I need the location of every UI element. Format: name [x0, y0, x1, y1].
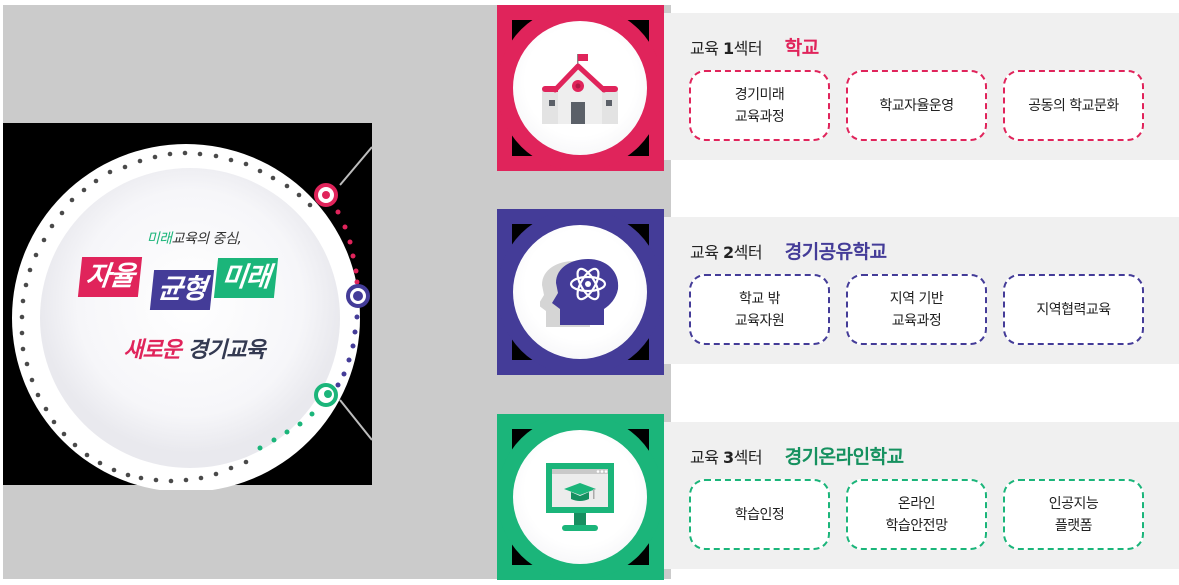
sector-suffix: 섹터 [733, 448, 763, 467]
sector-1-badge [497, 5, 664, 171]
hub-subtitle: 미래교육의 중심, [60, 228, 328, 248]
sector-item[interactable]: 온라인 학습안전망 [846, 479, 987, 550]
brain-atom-icon [540, 259, 619, 327]
hub-bottom-title: 새로운 경기교육 [60, 332, 328, 364]
hub-bottom-accent: 새로운 [123, 338, 182, 363]
hub-slogan: 미래교육의 중심, 자율 균형 미래 새로운 경기교육 [60, 228, 328, 364]
sector-item[interactable]: 경기미래 교육과정 [689, 70, 830, 141]
sector-2: 교육 2섹터 경기공유학교 학교 밖 교육자원 지역 기반 교육과정 지역협력교… [497, 209, 1179, 375]
sector-number: 2 [723, 243, 734, 262]
sector-1-panel: 교육 1섹터 학교 경기미래 교육과정 학교자율운영 공동의 학교문화 [664, 13, 1179, 160]
sector-item[interactable]: 학교자율운영 [846, 70, 987, 141]
sector-item[interactable]: 공동의 학교문화 [1003, 70, 1144, 141]
hub-tags: 자율 균형 미래 [60, 254, 328, 324]
badge-inner [513, 430, 647, 564]
hub-subtitle-accent: 미래 [146, 231, 172, 247]
sector-3-name: 경기온라인학교 [784, 446, 904, 468]
sector-number: 3 [723, 448, 734, 467]
online-learning-monitor-icon [546, 463, 614, 531]
hub-circle-graphic [12, 144, 373, 490]
sector-3-panel: 교육 3섹터 경기온라인학교 학습인정 온라인 학습안전망 인공지능 플랫폼 [664, 422, 1179, 569]
sector-label: 교육 [690, 243, 724, 262]
tag-balance: 균형 [149, 270, 214, 310]
tag-future: 미래 [213, 258, 278, 298]
sector-item[interactable]: 지역 기반 교육과정 [846, 274, 987, 345]
sector-2-panel: 교육 2섹터 경기공유학교 학교 밖 교육자원 지역 기반 교육과정 지역협력교… [664, 217, 1179, 364]
sector-3: 교육 3섹터 경기온라인학교 학습인정 온라인 학습안전망 인공지능 플랫폼 [497, 414, 1179, 580]
sector-suffix: 섹터 [733, 39, 763, 58]
sector-1-title: 교육 1섹터 학교 [690, 33, 819, 60]
sector-number: 1 [723, 39, 734, 58]
sector-item[interactable]: 학습인정 [689, 479, 830, 550]
hub-bottom-rest: 경기교육 [187, 338, 266, 363]
sector-1-name: 학교 [784, 37, 819, 59]
tag-autonomy: 자율 [77, 257, 142, 297]
sector-label: 교육 [690, 448, 724, 467]
sector-label: 교육 [690, 39, 724, 58]
hub-subtitle-rest: 교육의 중심, [171, 231, 242, 247]
school-icon [542, 54, 618, 124]
badge-inner [513, 225, 647, 359]
sector-item[interactable]: 학교 밖 교육자원 [689, 274, 830, 345]
sector-3-title: 교육 3섹터 경기온라인학교 [690, 442, 904, 469]
sector-2-badge [497, 209, 664, 375]
sector-2-name: 경기공유학교 [784, 241, 887, 263]
sector-suffix: 섹터 [733, 243, 763, 262]
sector-2-title: 교육 2섹터 경기공유학교 [690, 237, 887, 264]
sector-1: 교육 1섹터 학교 경기미래 교육과정 학교자율운영 공동의 학교문화 [497, 5, 1179, 171]
sector-3-badge [497, 414, 664, 580]
sector-item[interactable]: 지역협력교육 [1003, 274, 1144, 345]
sector-item[interactable]: 인공지능 플랫폼 [1003, 479, 1144, 550]
badge-inner [513, 21, 647, 155]
